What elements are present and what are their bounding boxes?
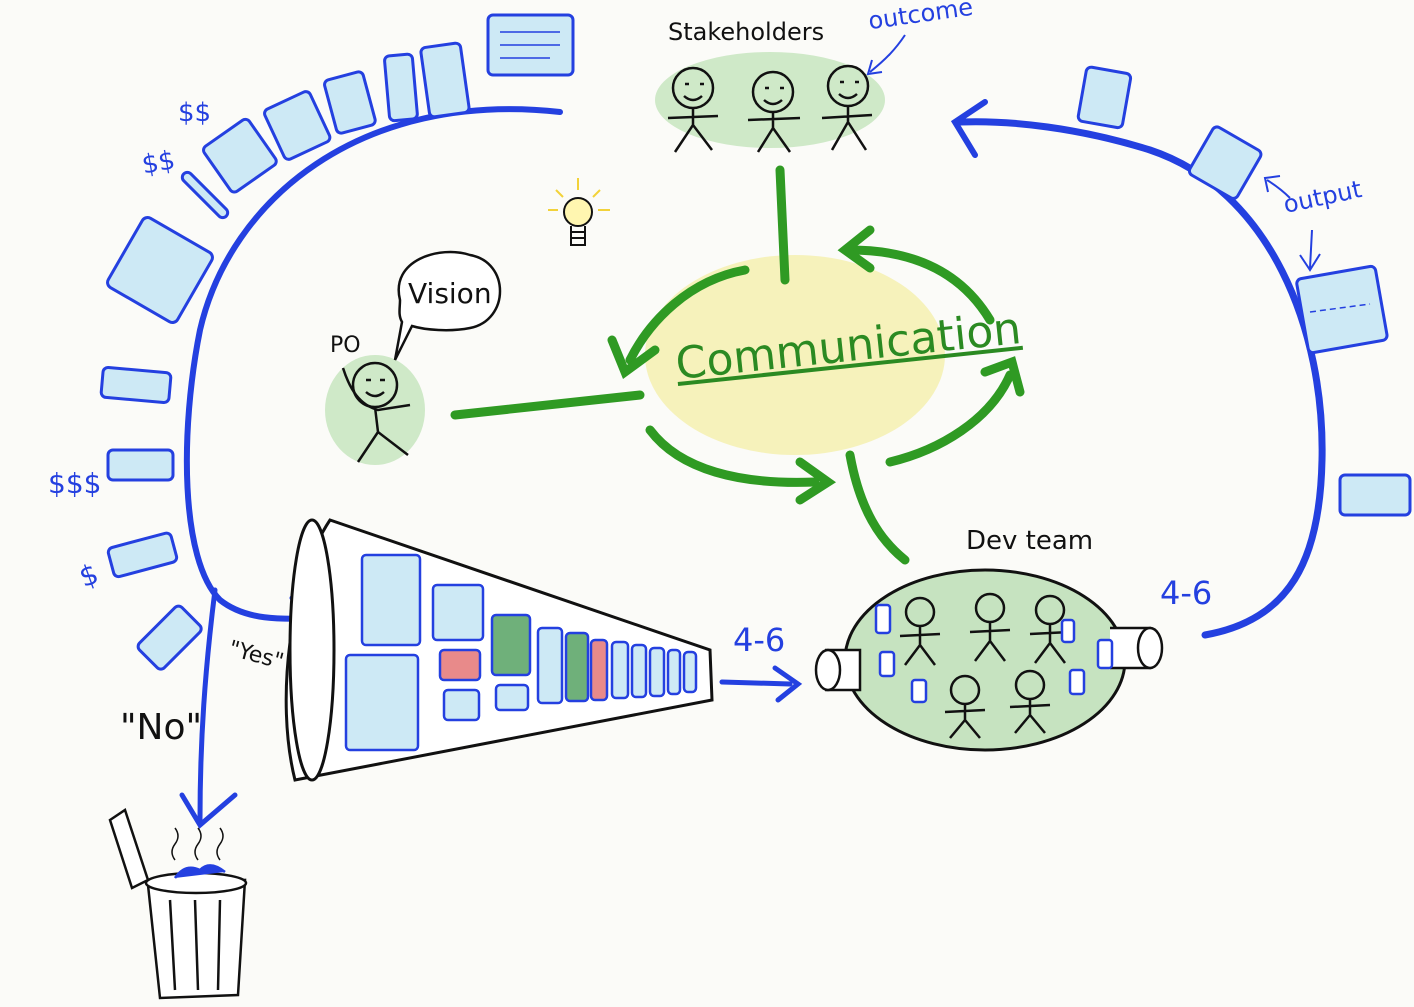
dev-team-label: Dev team (966, 526, 1094, 556)
stakeholder-figures (667, 64, 873, 153)
backlog-items (99, 13, 575, 671)
dev-team-drawing (814, 592, 1164, 739)
no-label: "No" (120, 707, 203, 748)
no-arrow-line (197, 587, 218, 823)
trash-can-icon (108, 808, 248, 1000)
po-label: PO (330, 333, 361, 358)
money-label-3: $$$ (48, 467, 102, 500)
money-label-2: $$ (139, 145, 178, 181)
light-bulb-icon (548, 178, 610, 246)
communication-blob (645, 255, 945, 455)
output-arrow-up (1263, 175, 1291, 199)
sprint-out-label: 4-6 (1160, 574, 1213, 612)
no-arrow-head (179, 792, 238, 829)
output-items (1076, 65, 1412, 517)
stakeholders-label: Stakeholders (668, 18, 825, 46)
funnel-to-team-arrow (719, 679, 793, 687)
vision-label: Vision (408, 277, 492, 310)
vision-bubble (393, 250, 502, 361)
communication-arrows (450, 165, 1025, 565)
po-figure (341, 361, 411, 463)
money-label-1: $$ (178, 98, 212, 128)
output-arrow-down (1299, 229, 1321, 272)
funnel-to-team-arrow-head (772, 665, 803, 703)
sprint-in-label: 4-6 (733, 621, 786, 659)
output-loop-line (956, 118, 1326, 639)
backlog-funnel (284, 518, 714, 782)
outcome-arrow (869, 34, 906, 73)
backlog-loop-line (183, 106, 563, 622)
output-arrow-head (950, 99, 988, 158)
